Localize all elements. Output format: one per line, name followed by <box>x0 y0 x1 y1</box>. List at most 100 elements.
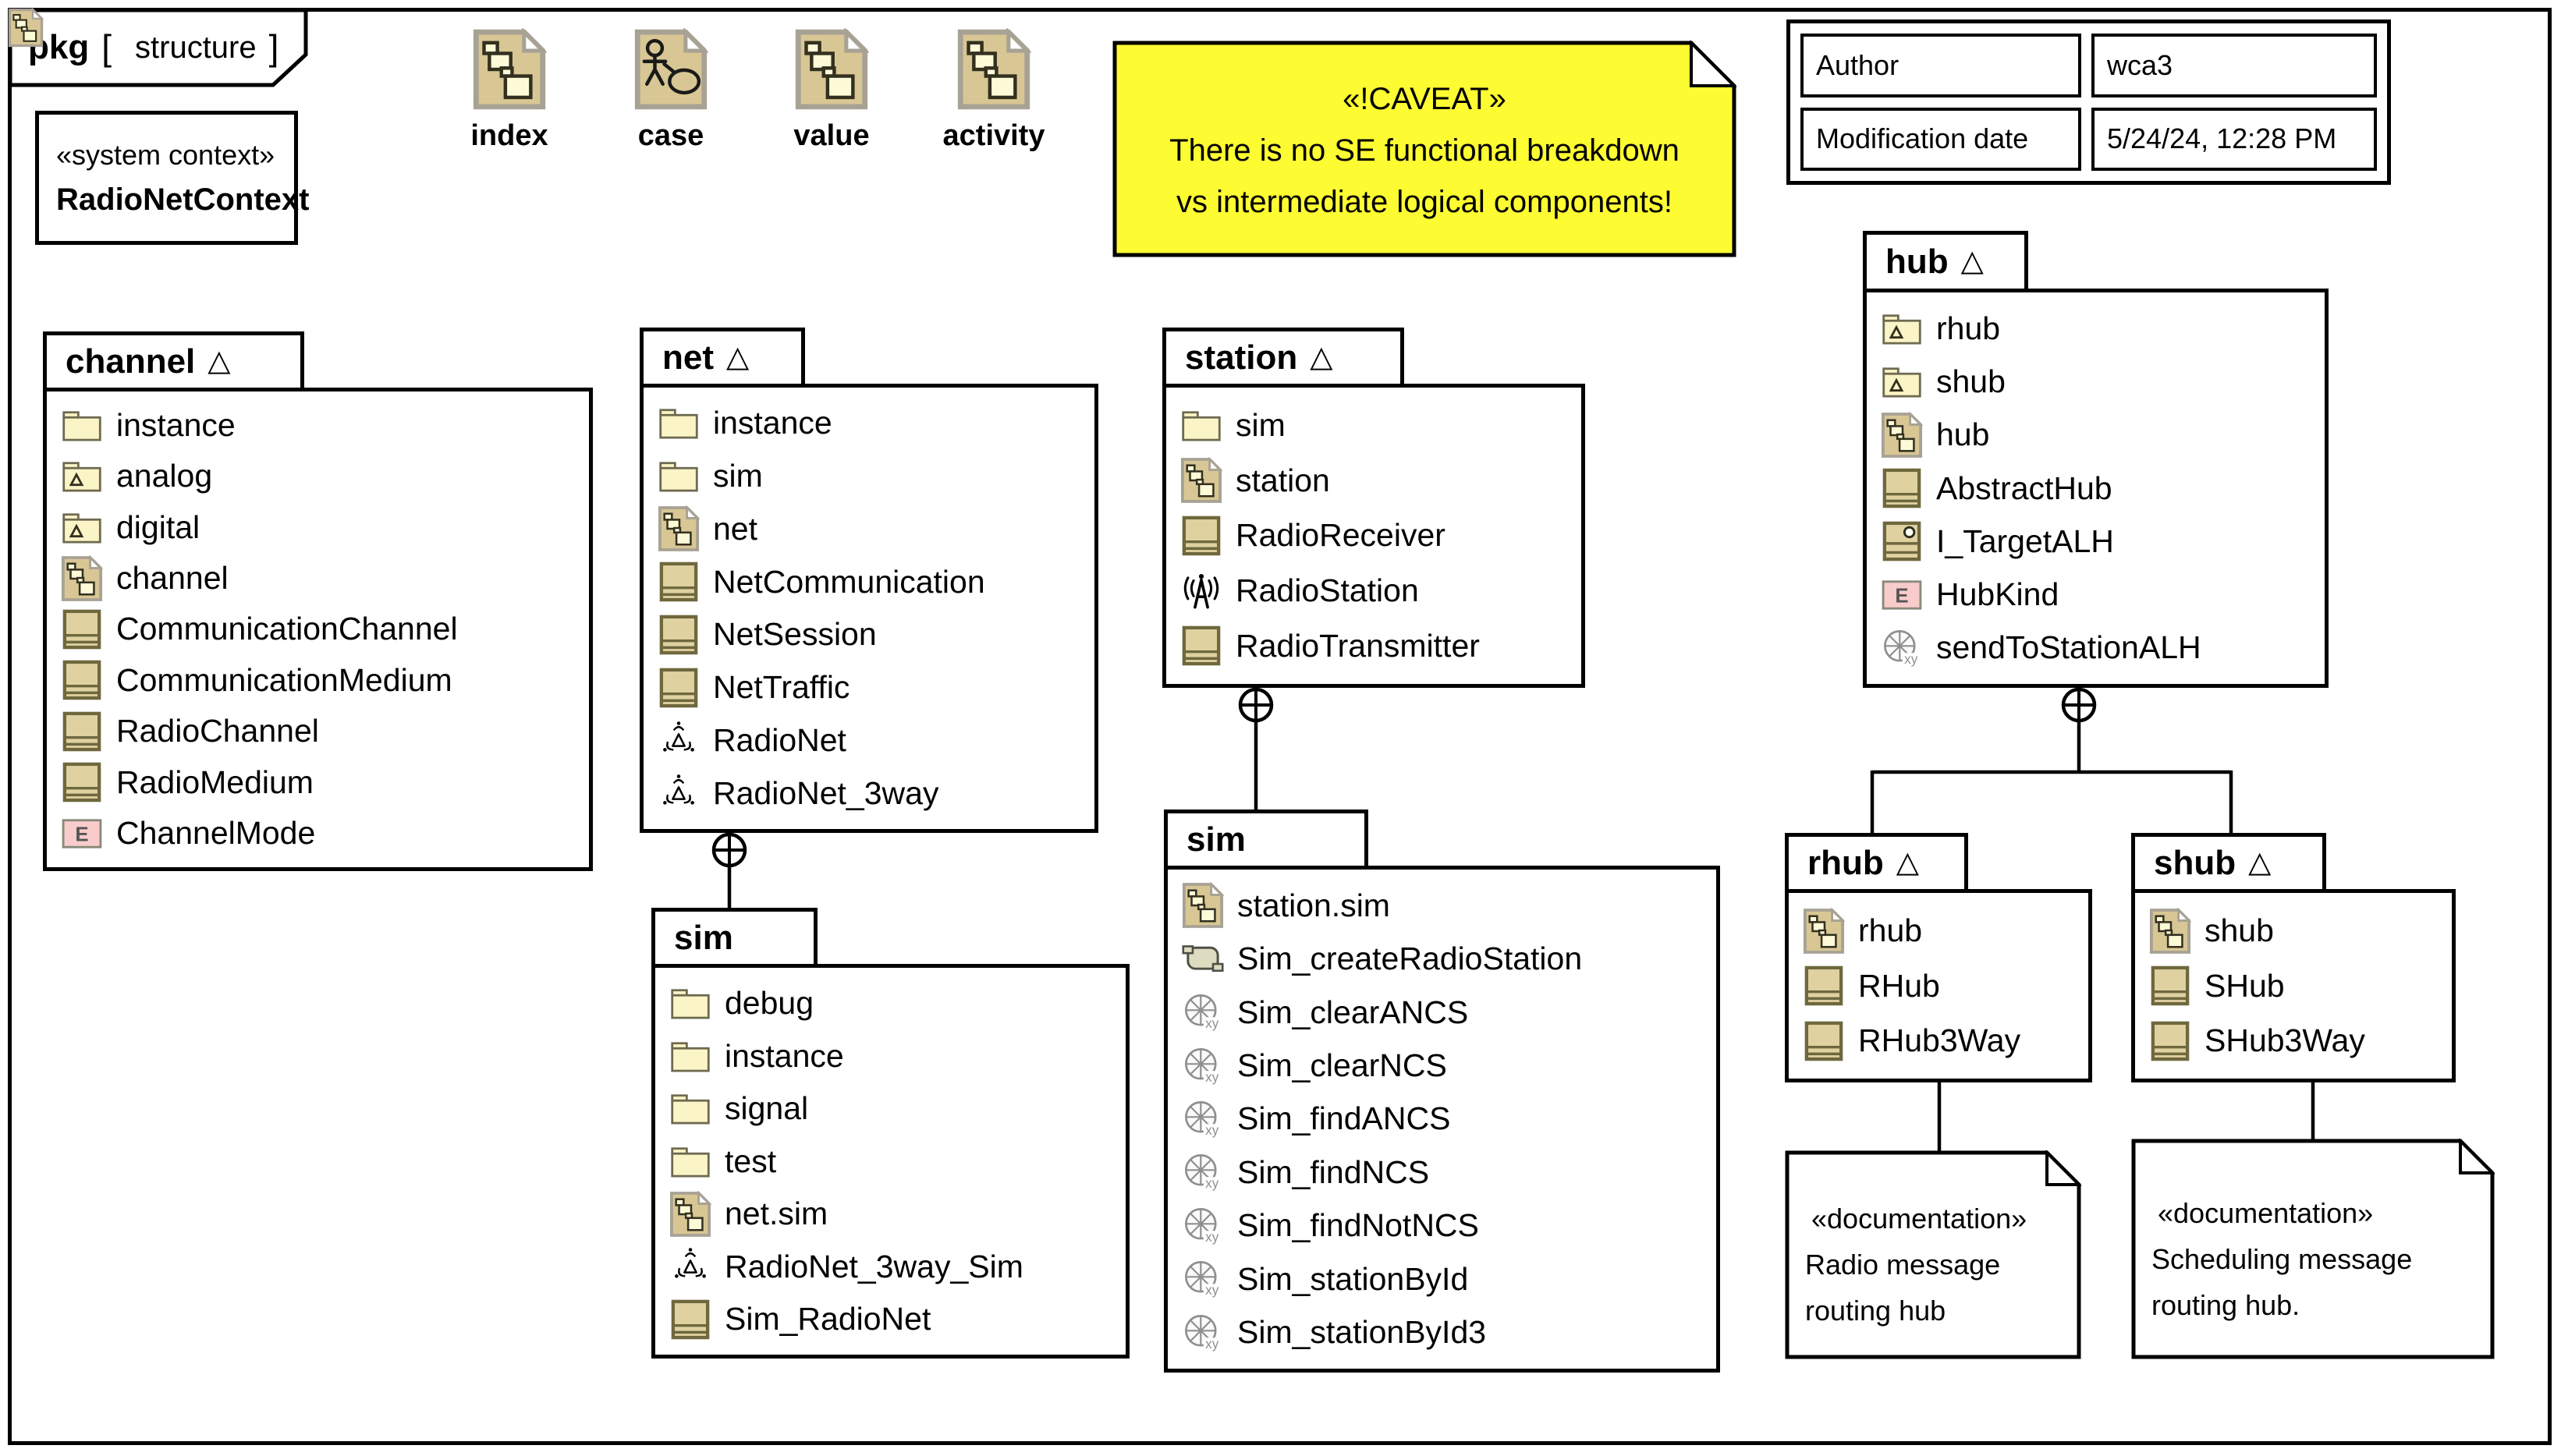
item-label: test <box>725 1142 777 1179</box>
package-name: shub <box>2154 843 2236 882</box>
doc-note-line: Radio message <box>1805 1249 2001 1281</box>
activity-icon <box>1180 936 1226 983</box>
item-RadioTransmitter[interactable]: RadioTransmitter <box>1166 622 1581 669</box>
item-RadioStation[interactable]: RadioStation <box>1166 568 1581 615</box>
frame-open-bracket: [ <box>101 27 112 68</box>
diagram-shortcut-activity[interactable]: activity <box>924 27 1064 153</box>
folder-triangle-icon <box>1879 359 1924 406</box>
item-NetSession[interactable]: NetSession <box>644 611 1094 658</box>
item-label: RadioMedium <box>116 763 314 800</box>
package-header-channel[interactable]: channel△ <box>43 331 304 391</box>
item-instance[interactable]: instance <box>644 400 1094 447</box>
item-RadioChannel[interactable]: RadioChannel <box>47 708 589 755</box>
item-net[interactable]: net <box>644 505 1094 552</box>
package-body-station: sim station RadioReceiver RadioStation R… <box>1162 384 1585 688</box>
item-sim[interactable]: sim <box>1166 402 1581 449</box>
item-SHub3Way[interactable]: SHub3Way <box>2135 1018 2452 1065</box>
item-debug[interactable]: debug <box>655 980 1126 1027</box>
item-RHub3Way[interactable]: RHub3Way <box>1789 1018 2088 1065</box>
item-analog[interactable]: analog <box>47 453 589 500</box>
item-rhub[interactable]: rhub <box>1867 305 2325 352</box>
caveat-note[interactable]: «!CAVEAT» There is no SE functional brea… <box>1112 39 1738 257</box>
package-diagram-icon <box>1180 882 1226 929</box>
item-RadioNet_3way_Sim[interactable]: RadioNet_3way_Sim <box>655 1243 1126 1290</box>
package-name: sim <box>674 918 733 957</box>
item-channel[interactable]: channel <box>47 554 589 602</box>
diagram-shortcut-value[interactable]: value <box>761 27 902 153</box>
item-digital[interactable]: digital <box>47 504 589 551</box>
item-shub[interactable]: shub <box>1867 359 2325 406</box>
item-RadioReceiver[interactable]: RadioReceiver <box>1166 512 1581 559</box>
item-label: hub <box>1936 416 1990 453</box>
item-RHub[interactable]: RHub <box>1789 962 2088 1009</box>
item-CommunicationChannel[interactable]: CommunicationChannel <box>47 606 589 653</box>
system-context-box[interactable]: «system context» RadioNetContext <box>35 111 309 245</box>
item-test[interactable]: test <box>655 1138 1126 1185</box>
collapse-triangle-icon[interactable]: △ <box>208 345 231 377</box>
package-header-station[interactable]: station △ <box>1162 328 1404 388</box>
item-net.sim[interactable]: net.sim <box>655 1190 1126 1238</box>
diagram-shortcut-index[interactable]: index <box>439 27 580 153</box>
item-instance[interactable]: instance <box>655 1033 1126 1079</box>
item-label: Sim_findNCS <box>1237 1153 1430 1190</box>
item-station[interactable]: station <box>1166 457 1581 504</box>
item-instance[interactable]: instance <box>47 402 589 448</box>
collapse-triangle-icon[interactable]: △ <box>1896 846 1919 879</box>
item-label: digital <box>116 508 200 545</box>
item-label: sendToStationALH <box>1936 629 2201 666</box>
item-label: RadioNet_3way <box>713 774 939 811</box>
item-NetTraffic[interactable]: NetTraffic <box>644 664 1094 711</box>
item-label: Sim_findANCS <box>1237 1100 1451 1137</box>
package-header-rhub[interactable]: rhub△ <box>1785 833 1968 893</box>
item-hub[interactable]: hub <box>1867 411 2325 459</box>
item-Sim_createRadioStation[interactable]: Sim_createRadioStation <box>1168 936 1716 983</box>
package-header-sim_net[interactable]: sim <box>651 908 818 968</box>
package-diagram-icon <box>794 27 870 115</box>
item-RadioNet[interactable]: RadioNet <box>644 717 1094 763</box>
note-shape <box>1785 1149 2083 1359</box>
package-header-hub[interactable]: hub△ <box>1863 231 2028 292</box>
package-name: station <box>1185 338 1298 377</box>
package-header-shub[interactable]: shub △ <box>2131 833 2326 893</box>
item-CommunicationMedium[interactable]: CommunicationMedium <box>47 657 589 703</box>
item-label: SHub3Way <box>2205 1022 2365 1058</box>
folder-icon <box>668 980 713 1027</box>
package-header-net[interactable]: net△ <box>640 328 805 388</box>
item-rhub[interactable]: rhub <box>1789 907 2088 955</box>
package-body-rhub: rhub RHub RHub3Way <box>1785 889 2092 1082</box>
item-signal[interactable]: signal <box>655 1086 1126 1132</box>
item-sim[interactable]: sim <box>644 453 1094 500</box>
item-RadioNet_3way[interactable]: RadioNet_3way <box>644 770 1094 817</box>
package-header-sim_station[interactable]: sim <box>1164 809 1368 870</box>
item-label: rhub <box>1858 912 1923 948</box>
folder-icon <box>59 402 105 448</box>
item-I_TargetALH[interactable]: I_TargetALH <box>1867 518 2325 565</box>
collapse-triangle-icon[interactable]: △ <box>1310 341 1333 374</box>
item-Sim_RadioNet[interactable]: Sim_RadioNet <box>655 1296 1126 1343</box>
class-icon <box>2148 962 2193 1009</box>
item-shub[interactable]: shub <box>2135 907 2452 955</box>
item-SHub[interactable]: SHub <box>2135 962 2452 1009</box>
item-station.sim[interactable]: station.sim <box>1168 882 1716 929</box>
item-RadioMedium[interactable]: RadioMedium <box>47 759 589 806</box>
collapse-triangle-icon[interactable]: △ <box>2248 846 2272 879</box>
item-label: HubKind <box>1936 576 2059 612</box>
collapse-triangle-icon[interactable]: △ <box>1960 245 1984 278</box>
diagram-shortcut-case[interactable]: case <box>601 27 741 153</box>
package-diagram-icon <box>1801 907 1846 955</box>
item-AbstractHub[interactable]: AbstractHub <box>1867 465 2325 512</box>
collapse-triangle-icon[interactable]: △ <box>726 341 750 374</box>
item-NetCommunication[interactable]: NetCommunication <box>644 558 1094 605</box>
